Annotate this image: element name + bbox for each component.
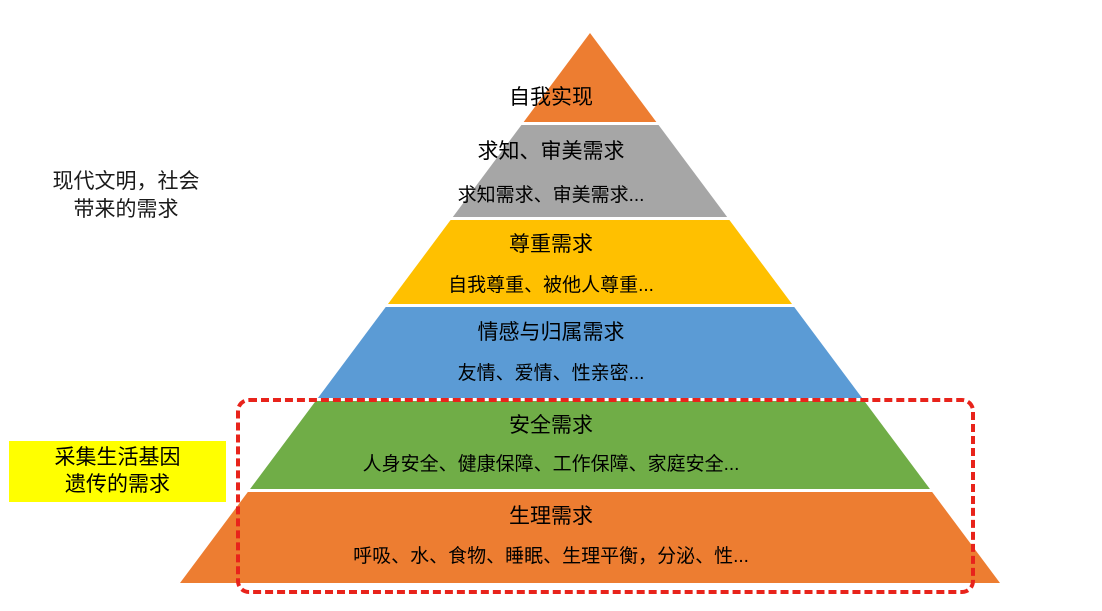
annotation-genetic-line2: 遗传的需求 [65, 472, 170, 496]
pyramid-band-safety [180, 401, 1000, 489]
annotation-genetic-line1: 采集生活基因 [54, 445, 181, 469]
annotation-modern-line1: 现代文明，社会 [52, 170, 200, 193]
annotation-genetic-inheritance: 采集生活基因 遗传的需求 [9, 441, 226, 502]
pyramid-band-self-actualization [180, 33, 1000, 122]
pyramid-band-belonging [180, 307, 1000, 398]
annotation-modern-line2: 带来的需求 [73, 198, 179, 222]
annotation-modern-civilization: 现代文明，社会 带来的需求 [16, 168, 236, 225]
pyramid-band-esteem [180, 220, 1000, 304]
pyramid-band-physiological [180, 492, 1000, 583]
highlight-dashed-box [236, 398, 975, 594]
